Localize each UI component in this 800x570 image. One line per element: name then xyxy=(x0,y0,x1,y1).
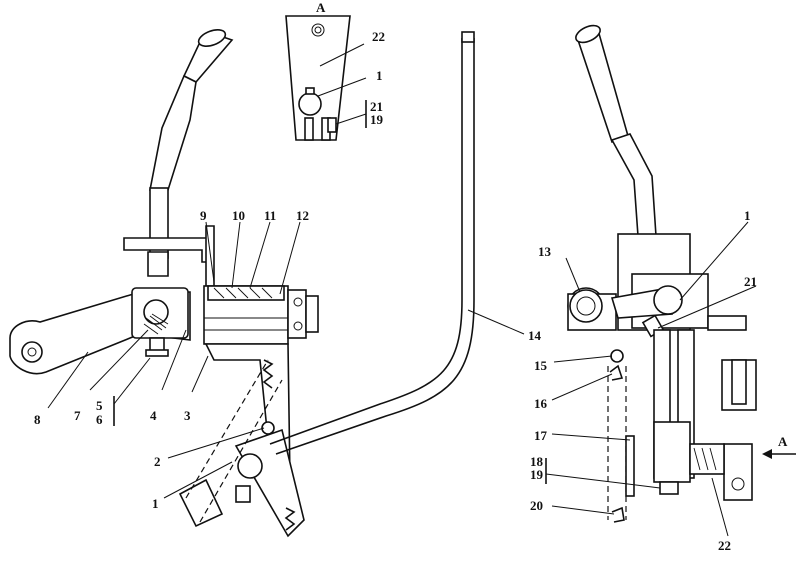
label-11: 11 xyxy=(264,208,276,223)
label-1-left: 1 xyxy=(152,496,159,511)
left-assembly: 9 10 11 12 8 7 5 6 4 3 2 1 14 xyxy=(9,29,542,538)
label-20: 20 xyxy=(530,498,543,513)
label-15: 15 xyxy=(534,358,548,373)
view-a-inset: A 22 1 21 19 xyxy=(285,0,385,141)
label-1-right: 1 xyxy=(744,208,751,223)
label-6: 6 xyxy=(96,412,103,427)
label-9: 9 xyxy=(200,208,207,223)
label-14: 14 xyxy=(528,328,542,343)
inset-label-22: 22 xyxy=(372,29,385,44)
right-lever-handle xyxy=(575,24,657,237)
label-5: 5 xyxy=(96,398,103,413)
label-2: 2 xyxy=(154,454,161,469)
label-22: 22 xyxy=(718,538,731,553)
label-3: 3 xyxy=(184,408,191,423)
label-19: 19 xyxy=(530,467,544,482)
right-assembly: A 1 13 21 15 16 17 18 19 20 22 xyxy=(530,24,796,553)
label-16: 16 xyxy=(534,396,548,411)
label-4: 4 xyxy=(150,408,157,423)
label-18: 18 xyxy=(530,454,544,469)
arrow-a-label: A xyxy=(778,434,788,449)
inset-label-21: 21 xyxy=(370,99,383,114)
left-lever-handle xyxy=(149,29,234,259)
label-12: 12 xyxy=(296,208,309,223)
label-10: 10 xyxy=(232,208,245,223)
lower-linkage xyxy=(178,359,305,538)
inset-label-19: 19 xyxy=(370,112,384,127)
label-7: 7 xyxy=(74,408,81,423)
label-13: 13 xyxy=(538,244,552,259)
label-17: 17 xyxy=(534,428,548,443)
label-21: 21 xyxy=(744,274,757,289)
view-a-title: A xyxy=(316,0,326,15)
inset-label-1: 1 xyxy=(376,68,383,83)
label-8: 8 xyxy=(34,412,41,427)
